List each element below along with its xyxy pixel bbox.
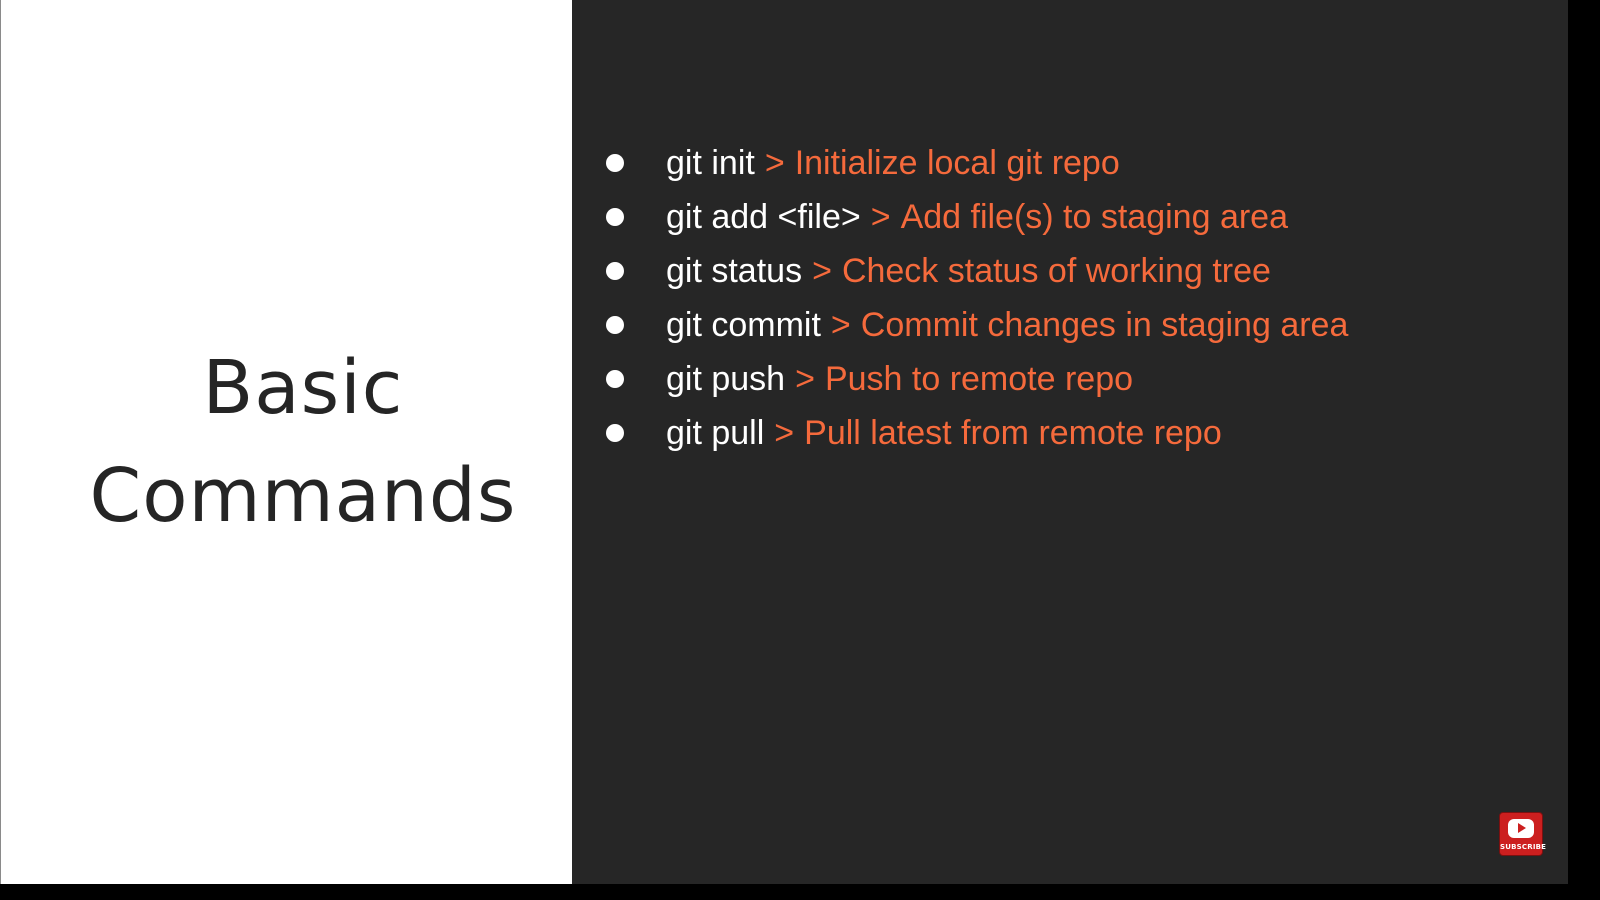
command-name: git commit xyxy=(666,306,821,344)
subscribe-label: SUBSCRIBE xyxy=(1500,843,1547,851)
youtube-play-icon xyxy=(1508,819,1534,838)
command-description: Pull latest from remote repo xyxy=(804,414,1222,452)
bullet-icon xyxy=(606,370,624,388)
slide-title: Basic Commands xyxy=(1,334,605,550)
command-name: git status xyxy=(666,252,803,290)
command-description: Commit changes in staging area xyxy=(860,306,1349,344)
arrow-glyph: > xyxy=(764,144,785,182)
command-name: git init xyxy=(666,144,755,182)
command-description: Initialize local git repo xyxy=(794,144,1120,182)
command-description: Add file(s) to staging area xyxy=(900,198,1288,236)
command-name: git pull xyxy=(666,414,765,452)
command-description: Push to remote repo xyxy=(824,360,1134,398)
bullet-icon xyxy=(606,262,624,280)
slide-title-line-1: Basic xyxy=(202,345,404,431)
arrow-glyph: > xyxy=(795,360,815,398)
commands-panel: git init>Initialize local git repo git a… xyxy=(572,0,1568,884)
bullet-icon xyxy=(606,424,624,442)
bullet-icon xyxy=(606,316,624,334)
bullet-icon xyxy=(606,208,624,226)
arrow-glyph: > xyxy=(870,198,891,236)
arrow-glyph: > xyxy=(812,252,832,290)
arrow-glyph: > xyxy=(774,414,795,452)
command-name: git push xyxy=(666,360,786,398)
arrow-glyph: > xyxy=(830,306,851,344)
bullet-icon xyxy=(606,154,624,172)
command-description: Check status of working tree xyxy=(841,252,1271,290)
subscribe-button[interactable]: SUBSCRIBE xyxy=(1499,812,1547,856)
title-panel: Basic Commands xyxy=(0,0,572,884)
video-frame: Basic Commands git init>Initialize local… xyxy=(0,0,1568,884)
command-name: git add <file> xyxy=(666,198,861,236)
slide-title-line-2: Commands xyxy=(89,453,517,539)
